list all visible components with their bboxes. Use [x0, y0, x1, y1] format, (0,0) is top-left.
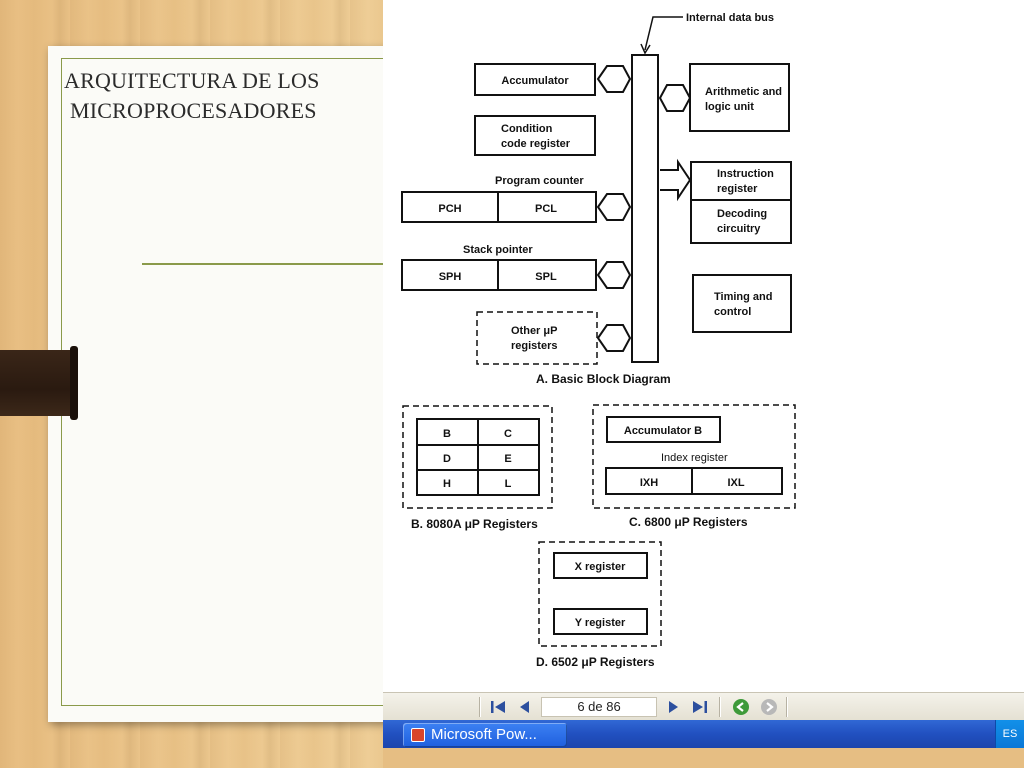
reg-d: D — [443, 453, 451, 465]
first-page-icon[interactable] — [487, 697, 509, 717]
reg8080-frame — [402, 405, 553, 509]
caption-d: D. 6502 μP Registers — [536, 655, 655, 669]
navigation-toolbar: 6 de 86 — [383, 692, 1024, 721]
acc-b-box — [606, 416, 721, 443]
other-registers-box — [476, 311, 598, 365]
ccr-label2: code register — [501, 138, 571, 150]
reg-b: B — [443, 428, 451, 440]
wood-strip — [383, 748, 1024, 768]
x-reg-box — [553, 552, 648, 579]
ccr-box — [474, 115, 596, 156]
binder-clip — [0, 350, 76, 416]
index-label: Index register — [661, 452, 728, 464]
toolbar-separator — [719, 697, 720, 717]
taskbar-app-button[interactable]: Microsoft Pow... — [403, 723, 567, 747]
timing-label1: Timing and — [714, 291, 772, 303]
next-page-icon[interactable] — [663, 697, 685, 717]
other-label2: registers — [511, 340, 557, 352]
slide-title-line2: MICROPROCESADORES — [70, 98, 317, 123]
ixl-label: IXL — [727, 477, 744, 489]
slide-paper — [48, 46, 388, 722]
accumulator-label: Accumulator — [501, 75, 569, 87]
reg6502-frame — [538, 541, 662, 647]
pch-label: PCH — [438, 203, 461, 215]
pc-label: Program counter — [495, 175, 584, 187]
alu-box — [689, 63, 790, 132]
toolbar-separator — [479, 697, 480, 717]
prev-page-icon[interactable] — [513, 697, 535, 717]
sp-label: Stack pointer — [463, 244, 533, 256]
document-viewer: Internal data bus Accumulator Condition … — [383, 0, 1024, 748]
x-reg-label: X register — [575, 561, 626, 573]
y-reg-label: Y register — [575, 617, 626, 629]
reg-e: E — [504, 453, 511, 465]
caption-a: A. Basic Block Diagram — [536, 372, 671, 386]
document-page: Internal data bus Accumulator Condition … — [383, 0, 1024, 692]
spl-label: SPL — [535, 271, 557, 283]
title-divider — [142, 263, 386, 265]
internal-bus — [631, 54, 659, 363]
y-reg-box — [553, 608, 648, 635]
page-indicator[interactable]: 6 de 86 — [541, 697, 657, 717]
alu-label1: Arithmetic and — [705, 86, 782, 98]
pcl-label: PCL — [535, 203, 557, 215]
reg-c: C — [504, 428, 512, 440]
slide-title-line1: ARQUITECTURA DE LOS — [64, 68, 320, 93]
dec-label1: Decoding — [717, 208, 767, 220]
caption-b: B. 8080A μP Registers — [411, 517, 538, 531]
last-page-icon[interactable] — [689, 697, 711, 717]
powerpoint-icon — [411, 728, 425, 742]
timing-label2: control — [714, 306, 751, 318]
ccr-label1: Condition — [501, 123, 553, 135]
accumulator-box — [474, 63, 596, 96]
binder-clip-edge — [70, 346, 78, 420]
acc-b-label: Accumulator B — [624, 425, 702, 437]
language-indicator[interactable]: ES — [995, 720, 1024, 748]
taskbar-app-label: Microsoft Pow... — [431, 726, 537, 743]
other-label1: Other μP — [511, 325, 557, 337]
ir-label2: register — [717, 183, 758, 195]
sph-label: SPH — [439, 271, 462, 283]
ir-label1: Instruction — [717, 168, 774, 180]
toolbar-separator — [786, 697, 787, 717]
back-icon[interactable] — [730, 697, 752, 717]
index-box — [605, 467, 783, 495]
bus-label: Internal data bus — [686, 12, 774, 24]
taskbar: Microsoft Pow... ES — [383, 720, 1024, 748]
reg-l: L — [505, 478, 512, 490]
dec-label2: circuitry — [717, 223, 761, 235]
instruction-box — [690, 161, 792, 244]
slide-frame — [61, 58, 383, 706]
reg6800-frame — [592, 404, 796, 509]
block-diagram: Internal data bus Accumulator Condition … — [401, 12, 796, 669]
reg-h: H — [443, 478, 451, 490]
ixh-label: IXH — [640, 477, 658, 489]
slide-title: ARQUITECTURA DE LOS MICROPROCESADORES — [64, 66, 374, 126]
caption-c: C. 6800 μP Registers — [629, 515, 748, 529]
alu-label2: logic unit — [705, 101, 754, 113]
timing-box — [692, 274, 792, 333]
forward-icon[interactable] — [758, 697, 780, 717]
